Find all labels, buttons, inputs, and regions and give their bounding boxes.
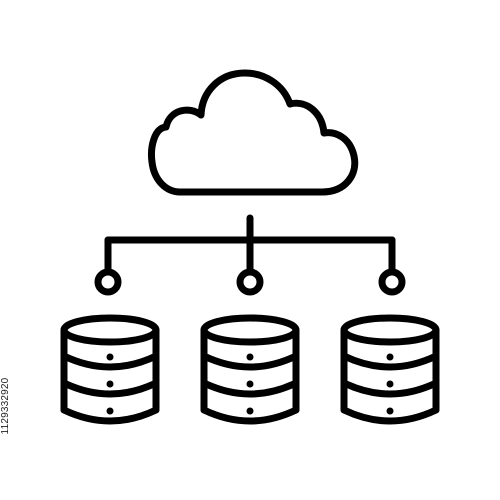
db-right-dot-3 [386,407,394,415]
database-icon-center [200,314,300,425]
db-left-dot-1 [106,353,114,361]
node-circle-left [94,268,122,296]
node-circle-center [236,268,264,296]
db-right-dot-1 [386,353,394,361]
node-circle-right [378,268,406,296]
db-left-dot-3 [106,407,114,415]
db-center-dot-1 [246,353,254,361]
db-left-dot-2 [106,380,114,388]
db-right-dot-2 [386,380,394,388]
stock-image-id-label: 1129332920 [0,377,11,435]
cloud-icon [148,69,359,196]
db-center-dot-2 [246,380,254,388]
database-icon-left [60,314,160,425]
database-icon-right [340,314,440,425]
db-center-dot-3 [246,407,254,415]
